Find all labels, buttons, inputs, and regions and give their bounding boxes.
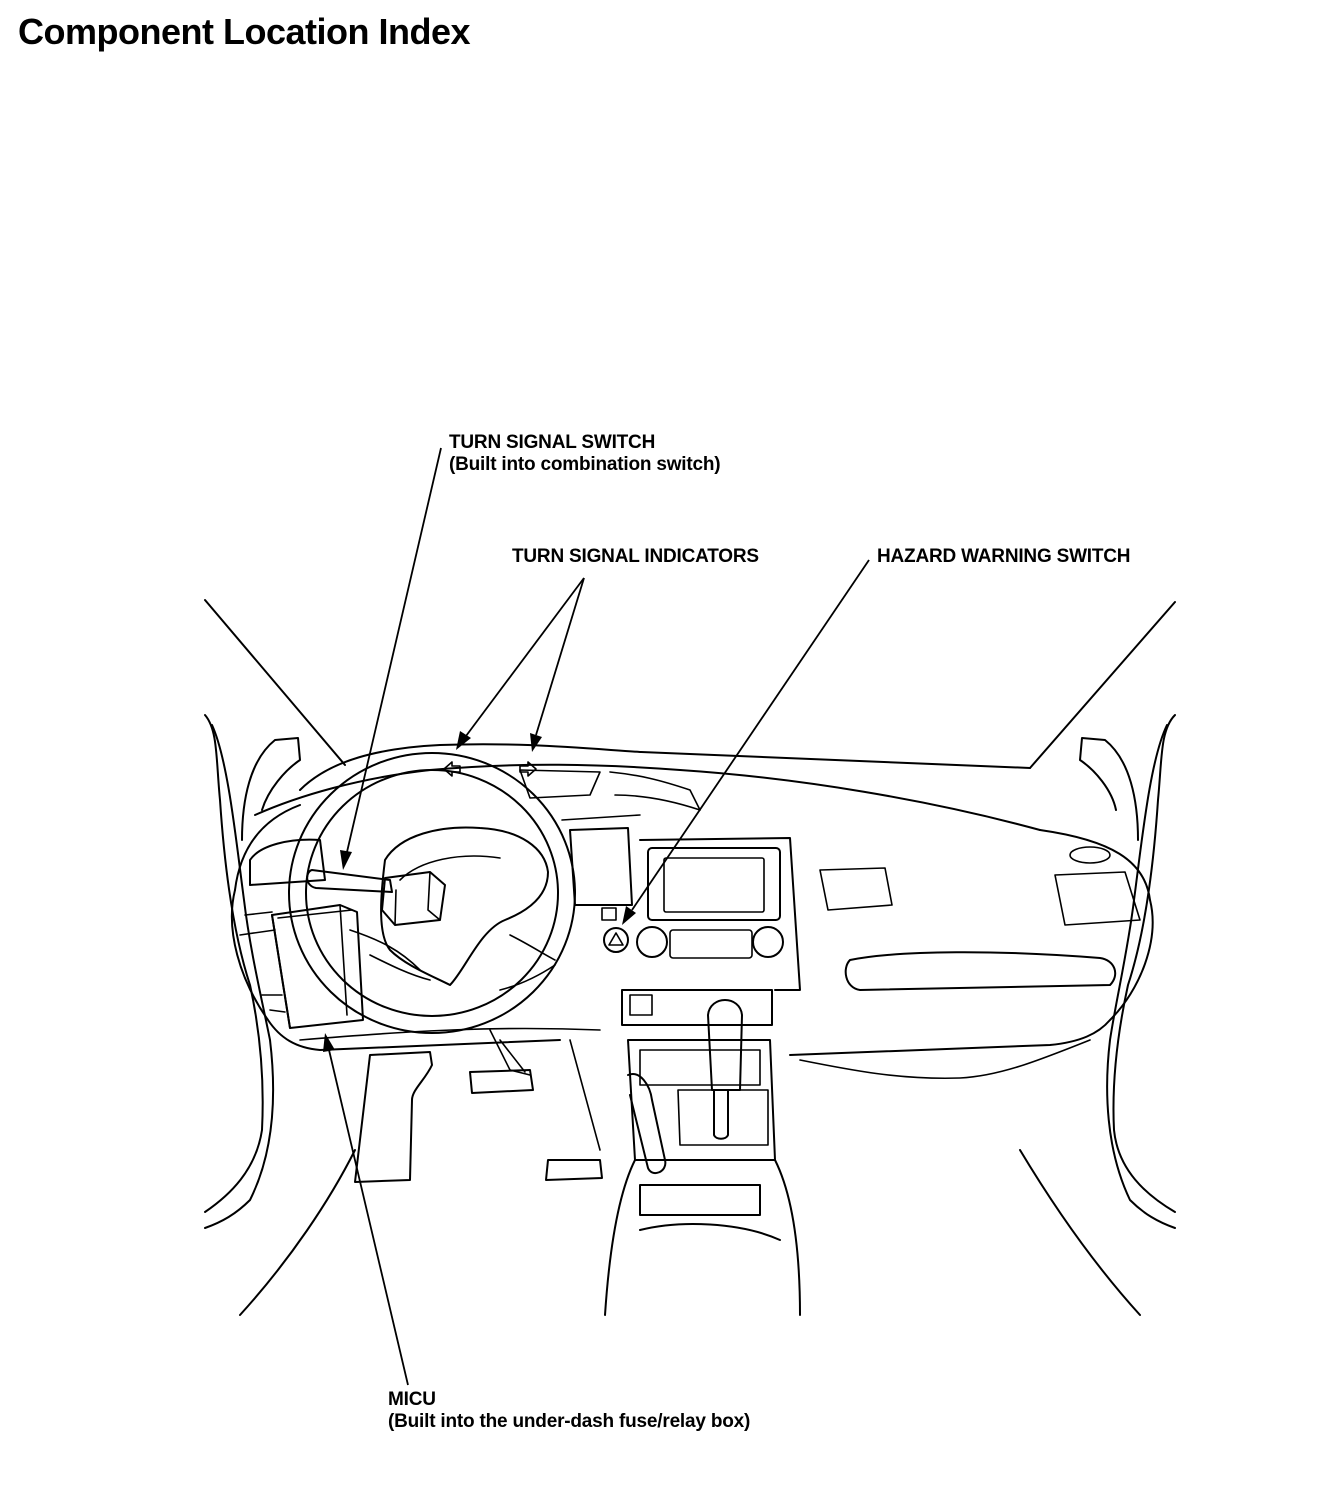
right-indicator-icon <box>519 761 537 777</box>
left-indicator-icon <box>443 761 461 777</box>
left-body-outline <box>204 714 356 1316</box>
page-title: Component Location Index <box>18 11 471 52</box>
callout-hazard-warning-switch: HAZARD WARNING SWITCH <box>877 546 1131 568</box>
leader-lines <box>323 447 870 1386</box>
hazard-warning-switch-label: HAZARD WARNING SWITCH <box>877 546 1131 567</box>
left-instrument-area <box>239 838 326 1013</box>
dashboard-body <box>231 743 1154 1080</box>
turn-signal-indicators <box>443 761 537 777</box>
micu-label: MICU <box>388 1389 436 1410</box>
callout-turn-signal-indicators: TURN SIGNAL INDICATORS <box>512 546 759 568</box>
turn-signal-indicators-label: TURN SIGNAL INDICATORS <box>512 546 759 567</box>
callout-turn-signal-switch: TURN SIGNAL SWITCH (Built into combinati… <box>449 432 721 476</box>
windshield-pillars <box>204 599 1176 769</box>
parking-brake <box>627 1073 667 1175</box>
turn-signal-switch-label: TURN SIGNAL SWITCH <box>449 432 656 453</box>
micu-box <box>271 904 364 1029</box>
center-stack <box>561 814 801 1316</box>
shift-lever <box>707 999 743 1140</box>
micu-note: (Built into the under-dash fuse/relay bo… <box>388 1411 751 1432</box>
right-body-outline <box>1019 714 1176 1316</box>
turn-signal-switch-note: (Built into combination switch) <box>449 454 721 475</box>
callout-micu: MICU (Built into the under-dash fuse/rel… <box>388 1389 750 1433</box>
pedals <box>354 1039 603 1183</box>
turn-signal-stalk <box>306 869 446 926</box>
